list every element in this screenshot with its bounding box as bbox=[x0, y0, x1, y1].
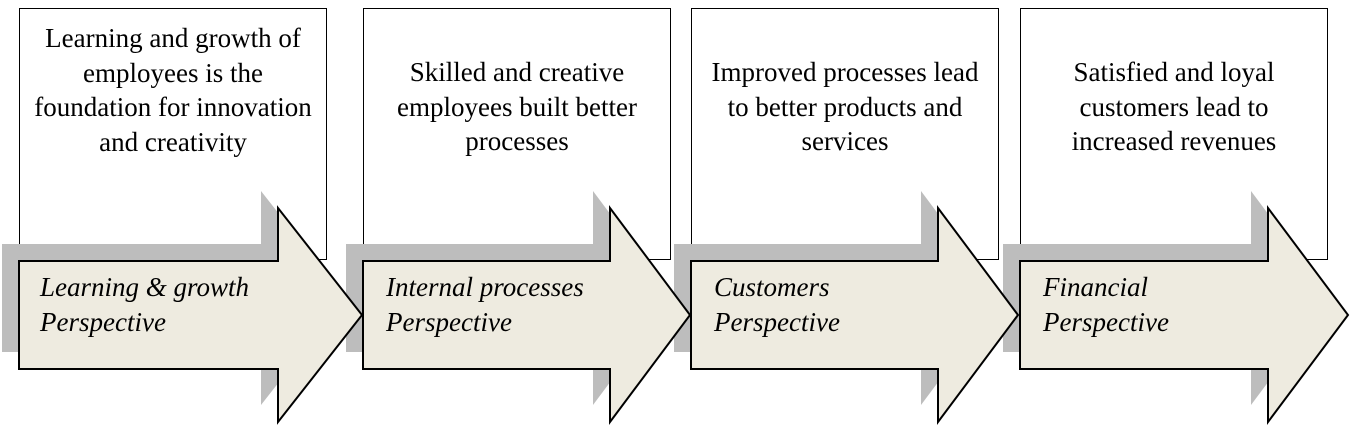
stage-1-description-box: Learning and growth of employees is the … bbox=[19, 8, 327, 260]
stage-4-description: Satisfied and loyal customers lead to in… bbox=[1071, 57, 1277, 156]
stage-3-label-line1: Customers bbox=[714, 272, 830, 302]
stage-2-description-box: Skilled and creative employees built bet… bbox=[363, 8, 671, 260]
stage-2-label-line1: Internal processes bbox=[386, 272, 584, 302]
stage-3-description-box: Improved processes lead to better produc… bbox=[691, 8, 999, 260]
stage-4-label-line1: Financial bbox=[1043, 272, 1148, 302]
arrow-1 bbox=[18, 205, 364, 425]
stage-2-description: Skilled and creative employees built bet… bbox=[397, 57, 637, 156]
stage-4-label-line2: Perspective bbox=[1043, 307, 1169, 337]
stage-2-label-line2: Perspective bbox=[386, 307, 512, 337]
stage-3-arrow-label: Customers Perspective bbox=[714, 270, 840, 340]
arrow-2 bbox=[362, 204, 692, 426]
arrow-3 bbox=[690, 204, 1020, 426]
stage-3-description: Improved processes lead to better produc… bbox=[711, 57, 979, 156]
stage-1-arrow-label: Learning & growth Perspective bbox=[40, 270, 249, 340]
stage-4-arrow-label: Financial Perspective bbox=[1043, 270, 1169, 340]
stage-1-description: Learning and growth of employees is the … bbox=[34, 23, 312, 157]
stage-2-arrow-label: Internal processes Perspective bbox=[386, 270, 584, 340]
stage-1-label-line2: Perspective bbox=[40, 307, 166, 337]
arrow-4 bbox=[1019, 204, 1350, 426]
stage-3-label-line2: Perspective bbox=[714, 307, 840, 337]
stage-1-label-line1: Learning & growth bbox=[40, 272, 250, 302]
